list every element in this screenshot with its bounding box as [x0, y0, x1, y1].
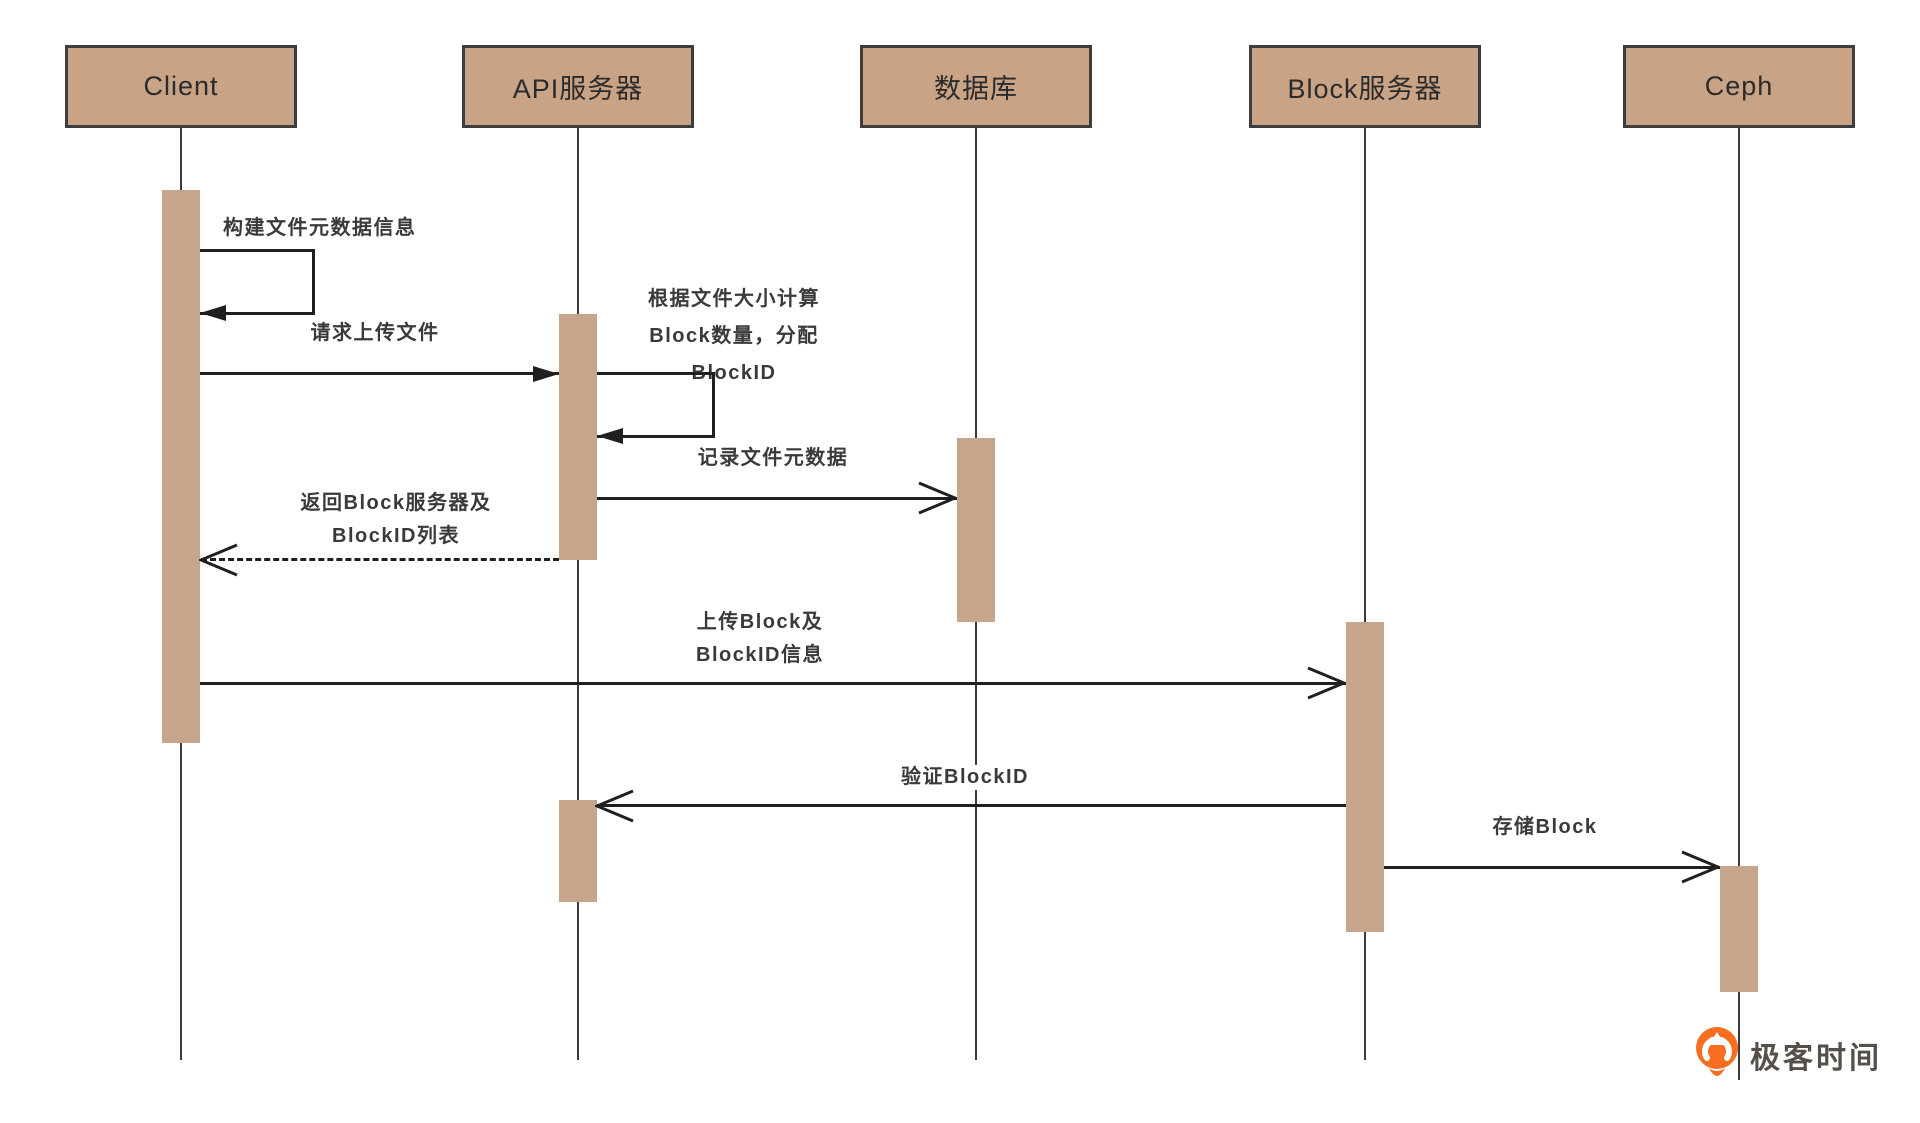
- participant-label-ceph: Ceph: [1704, 71, 1774, 101]
- message-label-6-line2: BlockID信息: [691, 643, 829, 668]
- message-label-3-line1: 根据文件大小计算: [643, 287, 825, 312]
- participant-label-client: Client: [143, 71, 219, 101]
- arrowhead-open-right-icon: [1307, 666, 1346, 700]
- participant-box-client: Client: [65, 45, 297, 128]
- geektime-logo: 极客时间: [1694, 1026, 1882, 1084]
- lifeline-api: [577, 128, 579, 1060]
- message-label-2: 请求上传文件: [305, 321, 445, 346]
- activation-bar-db: [957, 438, 995, 622]
- message-label-6-line1: 上传Block及: [691, 610, 829, 635]
- lifeline-block: [1364, 128, 1366, 1060]
- message-line-8: [1384, 866, 1720, 869]
- geektime-logo-text: 极客时间: [1750, 1042, 1882, 1075]
- arrowhead-open-left-icon: [199, 543, 238, 577]
- message-line-4: [597, 497, 957, 500]
- message-label-5-line2: BlockID列表: [327, 524, 465, 549]
- message-selfloop-3: [597, 372, 715, 438]
- message-selfloop-1: [200, 249, 315, 315]
- participant-label-db: 数据库: [934, 74, 1018, 104]
- message-label-5-line1: 返回Block服务器及: [295, 491, 497, 516]
- activation-bar-api-2: [559, 800, 597, 902]
- participant-box-api: API服务器: [462, 45, 694, 128]
- arrowhead-filled-left-icon: [597, 428, 623, 444]
- arrowhead-filled-left-icon: [200, 305, 226, 321]
- message-line-7: [597, 804, 1346, 807]
- message-label-4: 记录文件元数据: [692, 446, 854, 471]
- message-line-2: [200, 372, 559, 375]
- arrowhead-open-left-icon: [595, 789, 634, 823]
- message-line-5: [201, 558, 559, 561]
- activation-bar-api-1: [559, 314, 597, 560]
- participant-label-api: API服务器: [512, 74, 644, 104]
- activation-bar-client: [162, 190, 200, 743]
- message-label-7: 验证BlockID: [896, 765, 1034, 790]
- arrowhead-open-right-icon: [1681, 850, 1720, 884]
- geektime-logo-icon: [1696, 1027, 1738, 1076]
- participant-box-db: 数据库: [860, 45, 1092, 128]
- message-line-6: [200, 682, 1346, 685]
- participant-box-block: Block服务器: [1249, 45, 1481, 128]
- arrowhead-filled-right-icon: [533, 366, 559, 382]
- lifeline-ceph: [1738, 128, 1740, 1080]
- participant-box-ceph: Ceph: [1623, 45, 1855, 128]
- activation-bar-ceph: [1720, 866, 1758, 992]
- activation-bar-block: [1346, 622, 1384, 932]
- message-label-8: 存储Block: [1487, 815, 1603, 840]
- arrowhead-open-right-icon: [918, 481, 957, 515]
- participant-label-block: Block服务器: [1287, 74, 1443, 104]
- message-label-3-line2: Block数量，分配: [644, 324, 824, 349]
- message-label-1: 构建文件元数据信息: [218, 216, 422, 241]
